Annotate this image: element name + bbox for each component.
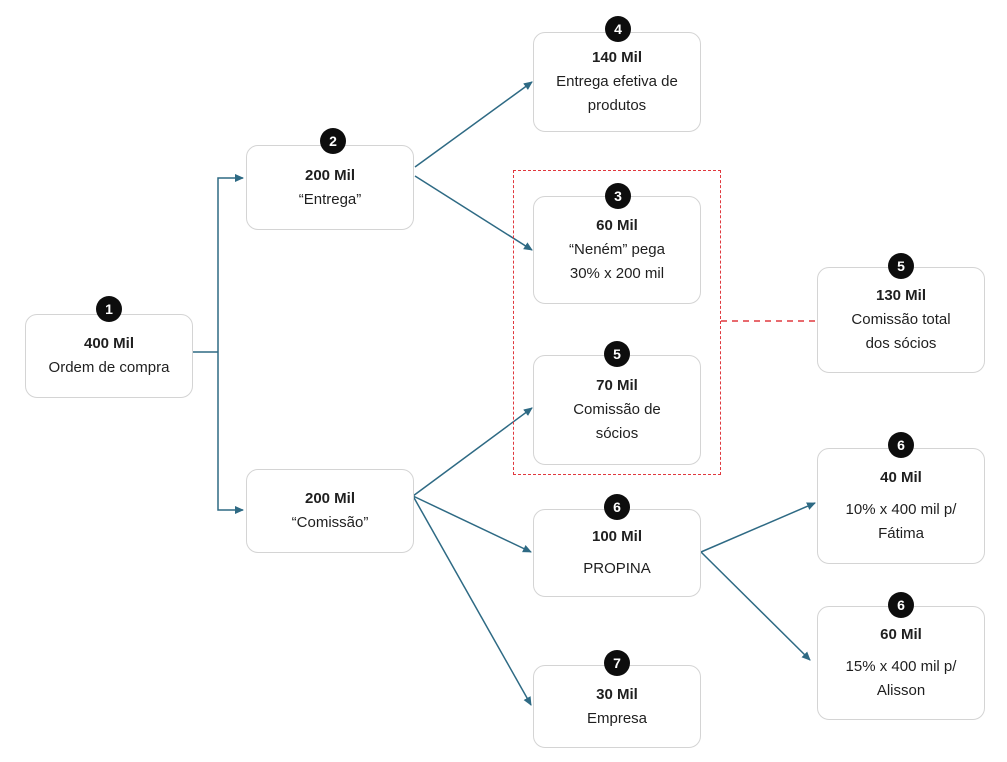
node-description: “Neném” pega 30% x 200 mil: [569, 241, 665, 282]
step-badge: 6: [888, 432, 914, 458]
node-entrega: 200 Mil “Entrega”: [246, 145, 414, 230]
node-comissao-total-socios: 130 Mil Comissão total dos sócios: [817, 267, 985, 373]
node-description: Comissão total dos sócios: [851, 311, 951, 352]
node-amount: 40 Mil: [880, 469, 922, 486]
step-badge: 7: [604, 650, 630, 676]
node-amount: 60 Mil: [596, 217, 638, 234]
step-badge: 5: [888, 253, 914, 279]
arrow-entrega-to-60-nenem: [414, 175, 533, 251]
node-amount: 400 Mil: [83, 335, 135, 352]
arrow-entrega-to-140: [414, 81, 533, 168]
arrow-comissao-to-30: [412, 495, 532, 706]
node-amount: 30 Mil: [596, 685, 638, 703]
step-badge: 6: [888, 592, 914, 618]
node-alisson: 60 Mil 15% x 400 mil p/ Alisson: [817, 606, 985, 720]
node-nenem: 60 Mil “Neném” pega 30% x 200 mil: [533, 196, 701, 304]
node-amount: 140 Mil: [591, 49, 643, 66]
step-badge: 4: [605, 16, 631, 42]
node-description: Entrega efetiva de produtos: [556, 73, 678, 114]
arrow-comissao-to-100: [412, 495, 532, 553]
arrow-root-to-entrega: [217, 174, 244, 352]
node-description: Ordem de compra: [48, 359, 170, 376]
node-description: “Entrega”: [298, 190, 362, 208]
step-badge: 3: [605, 183, 631, 209]
node-description: 15% x 400 mil p/ Alisson: [845, 658, 957, 699]
arrow-comissao-to-70: [412, 407, 533, 497]
step-badge: 1: [96, 296, 122, 322]
node-fatima: 40 Mil 10% x 400 mil p/ Fátima: [817, 448, 985, 564]
node-comissao-socios: 70 Mil Comissão de sócios: [533, 355, 701, 465]
step-badge: 5: [604, 341, 630, 367]
arrow-propina-to-40: [700, 502, 816, 553]
node-amount: 70 Mil: [596, 377, 638, 394]
node-description: Empresa: [586, 709, 648, 727]
arrow-root-to-comissao: [217, 352, 244, 514]
partners-commission-group-frame: [513, 170, 721, 475]
node-comissao: 200 Mil “Comissão”: [246, 469, 414, 553]
node-description: 10% x 400 mil p/ Fátima: [845, 501, 957, 542]
step-badge: 6: [604, 494, 630, 520]
node-description: PROPINA: [583, 560, 651, 577]
node-amount: 200 Mil: [304, 490, 356, 507]
node-propina: 100 Mil PROPINA: [533, 509, 701, 597]
node-amount: 60 Mil: [880, 626, 922, 643]
node-description: Comissão de sócios: [573, 401, 661, 442]
node-amount: 130 Mil: [875, 287, 927, 304]
node-ordem-de-compra: 400 Mil Ordem de compra: [25, 314, 193, 398]
arrow-propina-to-60-alisson: [700, 551, 811, 661]
node-empresa: 30 Mil Empresa: [533, 665, 701, 748]
node-entrega-efetiva: 140 Mil Entrega efetiva de produtos: [533, 32, 701, 132]
step-badge: 2: [320, 128, 346, 154]
node-amount: 100 Mil: [591, 528, 643, 545]
node-description: “Comissão”: [291, 514, 369, 531]
node-amount: 200 Mil: [304, 166, 356, 184]
